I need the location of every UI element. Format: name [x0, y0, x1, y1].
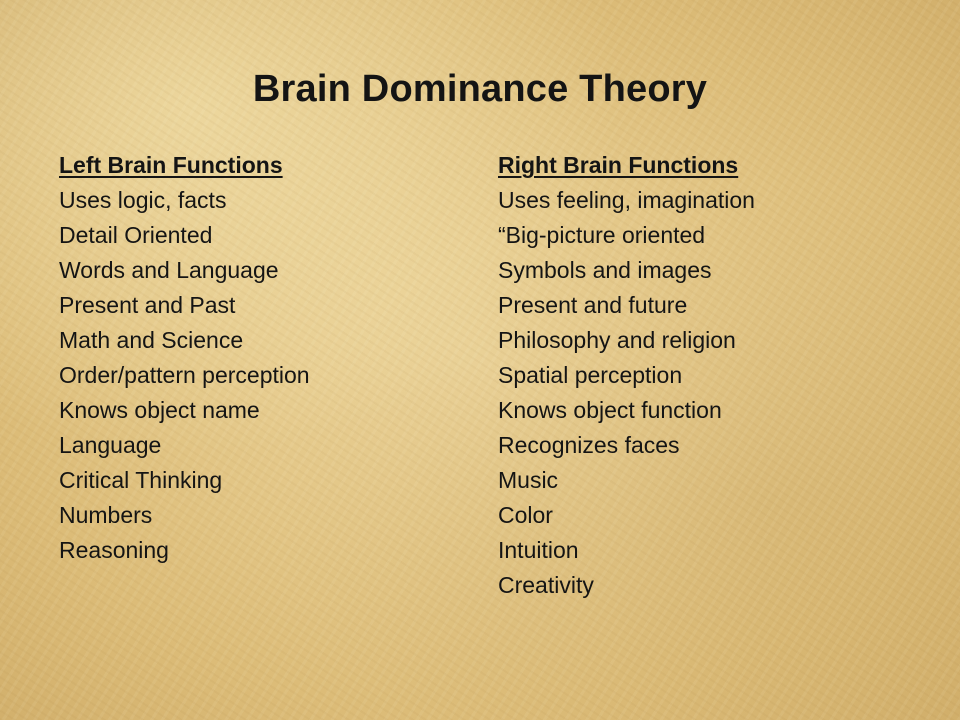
- left-brain-list: Uses logic, facts Detail Oriented Words …: [59, 183, 310, 568]
- list-item: Detail Oriented: [59, 222, 213, 248]
- list-item: Present and Past: [59, 292, 236, 318]
- list-item: Numbers: [59, 502, 153, 528]
- right-brain-heading: Right Brain Functions: [498, 152, 739, 178]
- list-item: Present and future: [498, 292, 688, 318]
- list-item: Critical Thinking: [59, 467, 223, 493]
- list-item: Music: [498, 467, 559, 493]
- left-brain-heading: Left Brain Functions: [59, 152, 283, 178]
- list-item: Intuition: [498, 537, 579, 563]
- list-item: Words and Language: [59, 257, 279, 283]
- list-item: Reasoning: [59, 537, 169, 563]
- list-item: Order/pattern perception: [59, 362, 310, 388]
- list-item: Uses logic, facts: [59, 187, 227, 213]
- list-item: Color: [498, 502, 553, 528]
- list-item: Uses feeling, imagination: [498, 187, 755, 213]
- list-item: Philosophy and religion: [498, 327, 736, 353]
- list-item: Knows object function: [498, 397, 722, 423]
- slide-title: Brain Dominance Theory: [252, 68, 708, 110]
- list-item: “Big-picture oriented: [498, 222, 706, 248]
- list-item: Spatial perception: [498, 362, 683, 388]
- list-item: Recognizes faces: [498, 432, 680, 458]
- right-brain-list: Uses feeling, imagination “Big-picture o…: [498, 183, 755, 603]
- list-item: Creativity: [498, 572, 594, 598]
- left-brain-column: Left Brain Functions Uses logic, facts D…: [59, 148, 310, 568]
- right-brain-column: Right Brain Functions Uses feeling, imag…: [498, 148, 755, 603]
- list-item: Knows object name: [59, 397, 260, 423]
- list-item: Symbols and images: [498, 257, 712, 283]
- list-item: Language: [59, 432, 162, 458]
- list-item: Math and Science: [59, 327, 244, 353]
